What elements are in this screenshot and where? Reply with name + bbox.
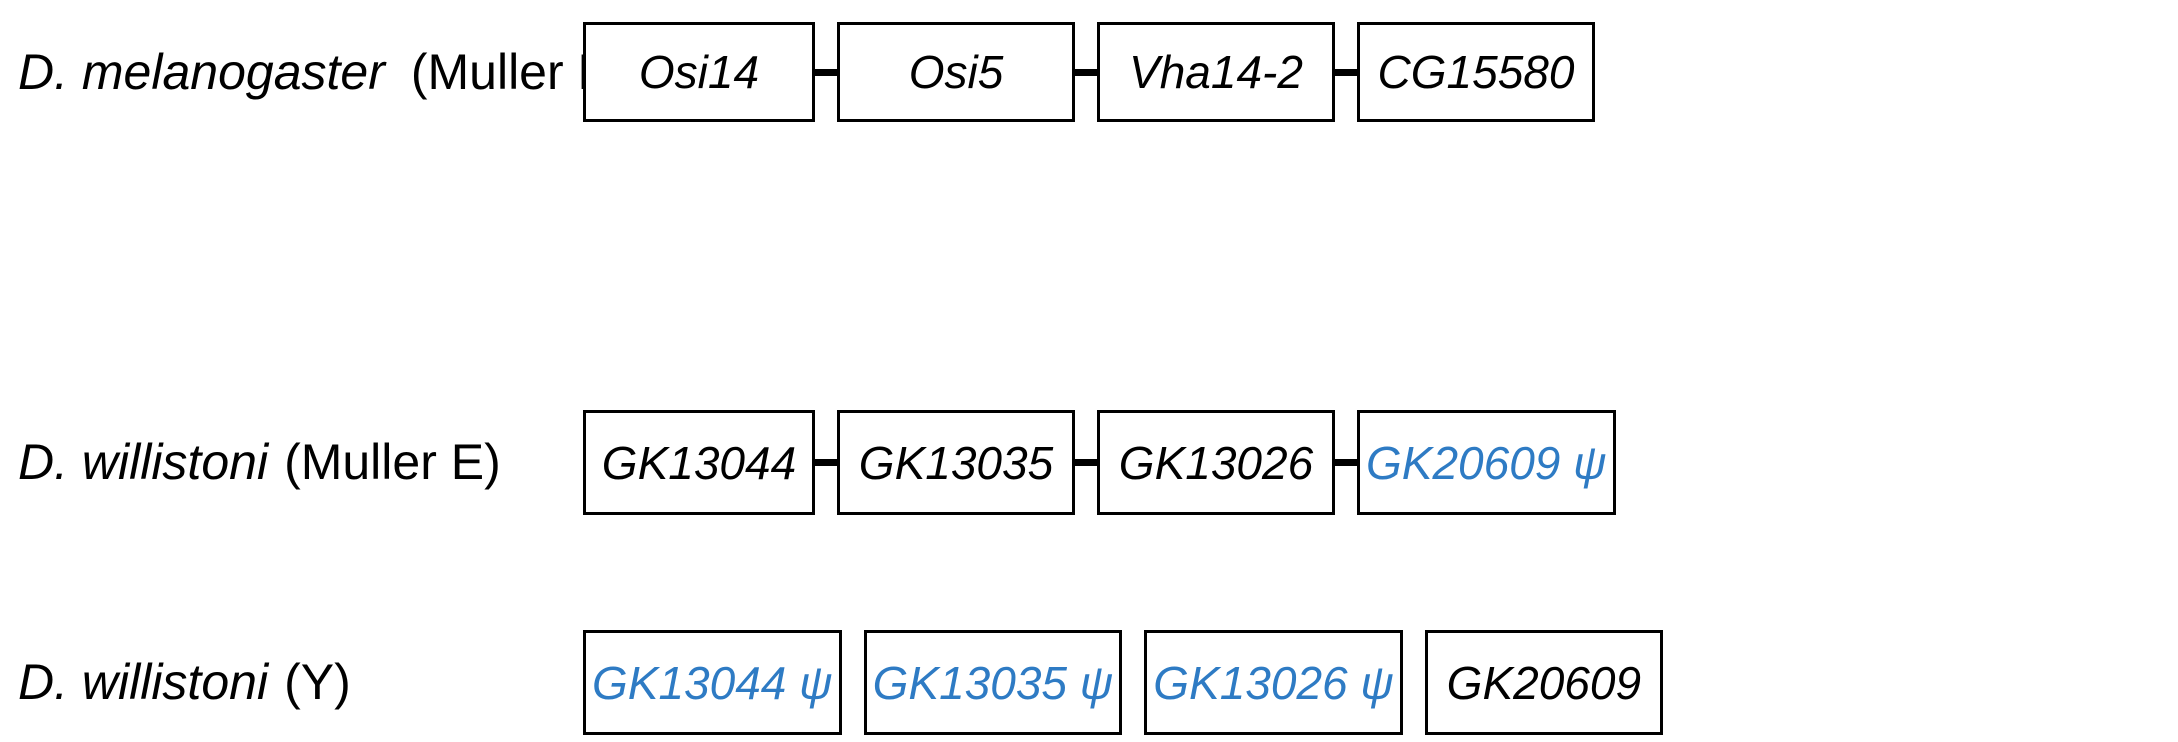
species-name: D. melanogaster bbox=[18, 43, 385, 100]
chromosome-name: (Muller E) bbox=[284, 434, 501, 491]
row-label-willistoni-muller-e: D. willistoni (Muller E) bbox=[0, 436, 583, 489]
gene-box[interactable]: Osi14 bbox=[583, 22, 815, 122]
gene-box[interactable]: CG15580 bbox=[1357, 22, 1595, 122]
gene-box-pseudogene[interactable]: GK20609 ψ bbox=[1357, 410, 1616, 515]
gene-box[interactable]: Osi5 bbox=[837, 22, 1075, 122]
gene-track: GK13044 ψ GK13035 ψ GK13026 ψ GK20609 bbox=[583, 630, 2178, 735]
row-label-willistoni-y: D. willistoni (Y) bbox=[0, 656, 583, 709]
chromosome-name: (Y) bbox=[284, 654, 351, 711]
gene-box-pseudogene[interactable]: GK13035 ψ bbox=[863, 630, 1123, 735]
species-name: D. willistoni bbox=[18, 434, 269, 491]
synteny-row-willistoni-muller-e: D. willistoni (Muller E) GK13044 GK13035 … bbox=[0, 410, 2178, 515]
gene-box[interactable]: Vha14-2 bbox=[1097, 22, 1335, 122]
gene-box[interactable]: GK13026 bbox=[1097, 410, 1335, 515]
gene-gap bbox=[842, 679, 864, 686]
species-name: D. willistoni bbox=[18, 654, 269, 711]
gene-connector bbox=[1075, 459, 1097, 466]
gene-box[interactable]: GK20609 bbox=[1424, 630, 1663, 735]
row-label-melanogaster: D. melanogaster(Muller E) bbox=[0, 43, 628, 100]
gene-gap bbox=[1403, 679, 1425, 686]
gene-box-pseudogene[interactable]: GK13026 ψ bbox=[1144, 630, 1403, 735]
gene-connector bbox=[1335, 68, 1357, 76]
gene-track: Osi14 Osi5 Vha14-2 CG15580 bbox=[583, 22, 2178, 122]
gene-track: GK13044 GK13035 GK13026 GK20609 ψ bbox=[583, 410, 2178, 515]
gene-connector bbox=[815, 68, 837, 76]
gene-box[interactable]: GK13035 bbox=[837, 410, 1075, 515]
gene-box[interactable]: GK13044 bbox=[583, 410, 815, 515]
gene-connector bbox=[815, 459, 837, 466]
synteny-row-melanogaster-muller-e: D. melanogaster(Muller E) Osi14 Osi5 Vha… bbox=[0, 22, 2178, 122]
gene-connector bbox=[1075, 68, 1097, 76]
gene-box-pseudogene[interactable]: GK13044 ψ bbox=[583, 630, 842, 735]
gene-connector bbox=[1335, 459, 1357, 466]
synteny-row-willistoni-y: D. willistoni (Y) GK13044 ψ GK13035 ψ GK1… bbox=[0, 630, 2178, 735]
gene-gap bbox=[1122, 679, 1144, 686]
